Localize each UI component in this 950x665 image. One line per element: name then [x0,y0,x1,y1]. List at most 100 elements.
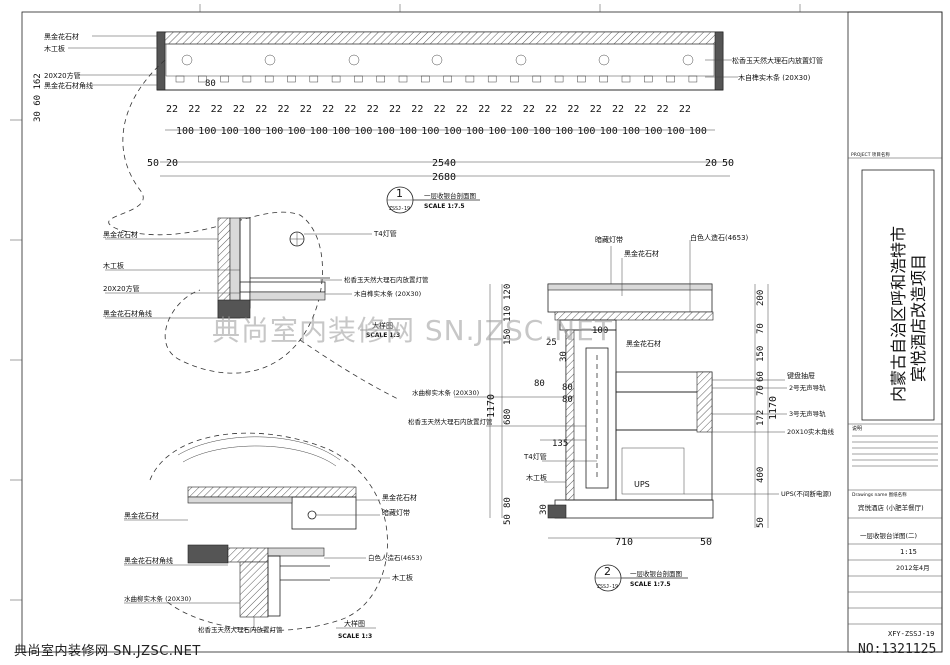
scale-value: 1:15 [900,548,917,556]
section-2-dims-inner: 25 100 30 80 80 80 135 30 [534,326,608,515]
slat [398,75,408,83]
project-title-line1: 内蒙古自治区呼和浩特市 [889,226,908,402]
slat [621,75,631,83]
s2-dim-inner-0: 25 [546,338,557,348]
spacing-100-label: 100 [555,126,573,137]
detail-a: 黑金花石材 木工板 20X20方管 黑金花石材角线 T4灯管 松香玉天然大理石内… [103,217,429,339]
detail-b-right-1: 暗藏灯带 [382,508,410,517]
s2-dim-left-2: 150 [503,329,513,345]
slat [354,75,363,83]
slat [532,75,542,83]
detail-a-left-2: 20X20方管 [103,284,140,293]
detail-b-title: 大样图 [344,619,365,628]
ups-inner-label: UPS [634,480,650,489]
slat [554,75,564,83]
spacing-100-label: 100 [689,126,707,137]
s2-dim-right-0: 200 [756,290,766,306]
dim-left-a: 50 [147,158,159,169]
s2-dim-bottom-b: 50 [700,537,712,548]
section-2-faded-label: 黑金花石材 [626,339,661,348]
spacing-22-label: 22 [389,104,401,115]
spacing-100-label: 100 [667,126,685,137]
detail-b: 黑金花石材 黑金花石材角线 水曲柳实木条 (20X30) 黑金花石材 暗藏灯带 … [124,436,422,640]
spacing-100-label: 100 [265,126,283,137]
spacing-22-label: 22 [501,104,513,115]
spacing-100-label: 100 [243,126,261,137]
section-2-right-1: 2号无声导轨 [789,383,826,392]
detail-callout-a [108,59,323,374]
s2-dim-right-3: 60 [756,371,766,382]
top-label-3: 黑金花石材角线 [44,81,93,90]
spacing-100-label: 100 [288,126,306,137]
s2-dim-right-7: 50 [756,517,766,528]
margin-ticks [10,4,801,601]
detail-a-right-1: 松香玉天然大理石内放置灯管 [344,275,429,284]
slat [443,75,452,83]
overall-dims: 50 20 2540 20 50 2680 [147,158,734,183]
s2-dim-left-4: 80 [503,497,513,508]
spacing-100-label: 100 [533,126,551,137]
detail-b-left-1: 黑金花石材角线 [124,556,173,565]
slat [376,75,385,83]
s2-dim-bottom: 710 [615,537,633,548]
s2-dim-inner-6: 135 [552,439,568,449]
section-2-top-2: 黑金花石材 [624,249,659,258]
s2-dim-right-5: 172 [756,410,766,426]
slat [421,75,430,83]
section-1-caption: 一层收银台剖面图 [424,191,476,200]
s2-dim-left-total: 1170 [486,394,497,418]
section-2-right-4: UPS(不间断电源) [781,489,831,498]
s2-dim-inner-4: 80 [562,395,573,405]
slat [264,75,274,83]
s2-dim-right-total: 1170 [768,396,779,420]
slat [287,75,296,83]
detail-b-right-3: 木工板 [392,573,413,582]
spacing-22-label: 22 [478,104,490,115]
s2-dim-left-1: 110 [503,306,513,322]
section-2-top-0: 暗藏灯带 [595,235,623,244]
spacing-100-label: 100 [511,126,529,137]
spacing-22-label: 22 [188,104,200,115]
section-2-sheet: ZSSJ-19 [597,584,618,590]
slat [242,75,252,83]
slat [510,75,519,83]
spacing-100-label: 100 [310,126,328,137]
drawing-no: XFY-ZSSJ-19 [888,630,934,638]
footer-watermark: 典尚室内装修网 SN.JZSC.NET [14,644,201,659]
spacing-22-label: 22 [567,104,579,115]
slat [331,75,341,83]
spacing-100-label: 100 [622,126,640,137]
slat [599,75,608,83]
spacing-22-label: 22 [634,104,646,115]
slat [175,75,185,83]
s2-dim-left-3: 680 [503,409,513,425]
section-1-sheet: ZSSJ-19 [389,206,410,212]
title-block: PROJECT 项目名称 内蒙古自治区呼和浩特市 宾悦酒店改造项目 说明 Dra… [848,151,942,638]
detail-b-bottom-label: 松香玉天然大理石内放置灯管 [198,625,283,634]
spacing-100-label: 100 [176,126,194,137]
s2-dim-right-6: 400 [756,467,766,483]
detail-a-scale: SCALE 1:3 [366,332,400,339]
spacing-22-label: 22 [456,104,468,115]
project-title-line2: 宾悦酒店改造项目 [909,254,928,382]
detail-b-right-2: 白色人造石(4653) [368,553,422,562]
s2-dim-right-1: 70 [756,323,766,334]
spacing-100-label: 100 [600,126,618,137]
spacing-22-label: 22 [166,104,178,115]
section-tag-2: 2 ZSSJ-19 一层收银台剖面图 SCALE 1:7.5 [594,564,688,592]
slat [666,75,675,83]
section-2-scale: SCALE 1:7.5 [630,581,671,588]
spacing-22-label: 22 [300,104,312,115]
slat [577,75,586,83]
spacing-100-label: 100 [354,126,372,137]
top-label-0: 黑金花石材 [44,32,79,41]
detail-a-right-0: T4灯管 [373,229,397,238]
section-2-drawing: UPS 黑金花石材 [547,283,714,519]
slat [644,75,653,83]
spacing-22-label: 22 [590,104,602,115]
dim-right-b: 50 [722,158,734,169]
center-watermark: 典尚室内装修网 SN.JZSC.NET [212,314,613,347]
section-2-left-labels: 水曲柳实木条 (20X30) 松香玉天然大理石内放置灯管 T4灯管 木工板 [408,388,597,483]
spacing-22-label: 22 [255,104,267,115]
section-2-right-labels: 键盘抽屉 2号无声导轨 3号无声导轨 20X10实木角线 UPS(不间断电源) [684,371,834,498]
